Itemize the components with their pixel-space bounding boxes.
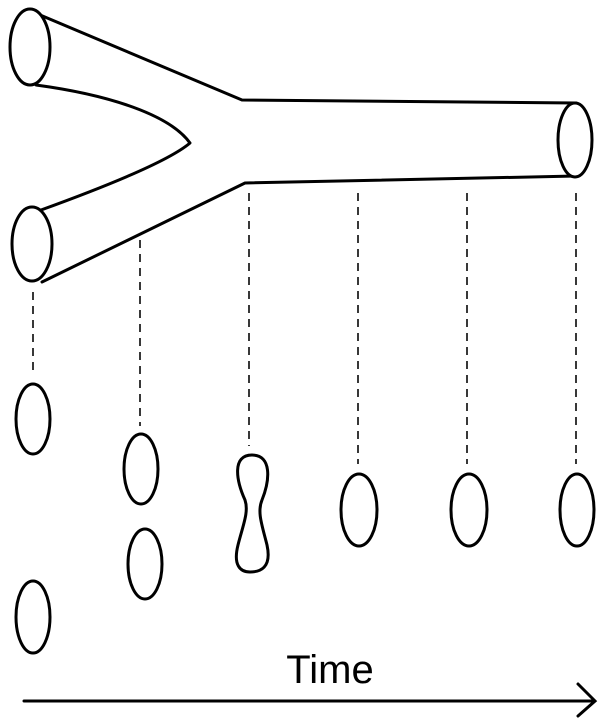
tube-lower-edge bbox=[40, 174, 578, 284]
cross-sections bbox=[14, 382, 596, 655]
guide-lines bbox=[32, 193, 577, 464]
time-arrow-head bbox=[576, 682, 598, 718]
cross-section-1-bottom bbox=[14, 579, 52, 655]
cross-section-1-top bbox=[14, 382, 52, 456]
cross-section-2-bottom bbox=[126, 527, 164, 601]
cross-section-4 bbox=[339, 472, 379, 548]
cross-section-2-top bbox=[122, 432, 160, 506]
tube-crotch-edge bbox=[34, 83, 192, 212]
tube-upper-edge bbox=[31, 10, 578, 105]
time-axis-label: Time bbox=[286, 648, 373, 692]
merging-tube bbox=[8, 7, 594, 284]
cross-section-6 bbox=[558, 472, 596, 548]
upper-branch-opening bbox=[8, 7, 52, 87]
lower-branch-opening bbox=[10, 205, 54, 283]
cross-section-5 bbox=[449, 472, 489, 548]
merged-tube-opening bbox=[556, 101, 594, 179]
cross-section-3-pinched bbox=[234, 453, 270, 574]
time-axis: Time bbox=[22, 648, 598, 718]
